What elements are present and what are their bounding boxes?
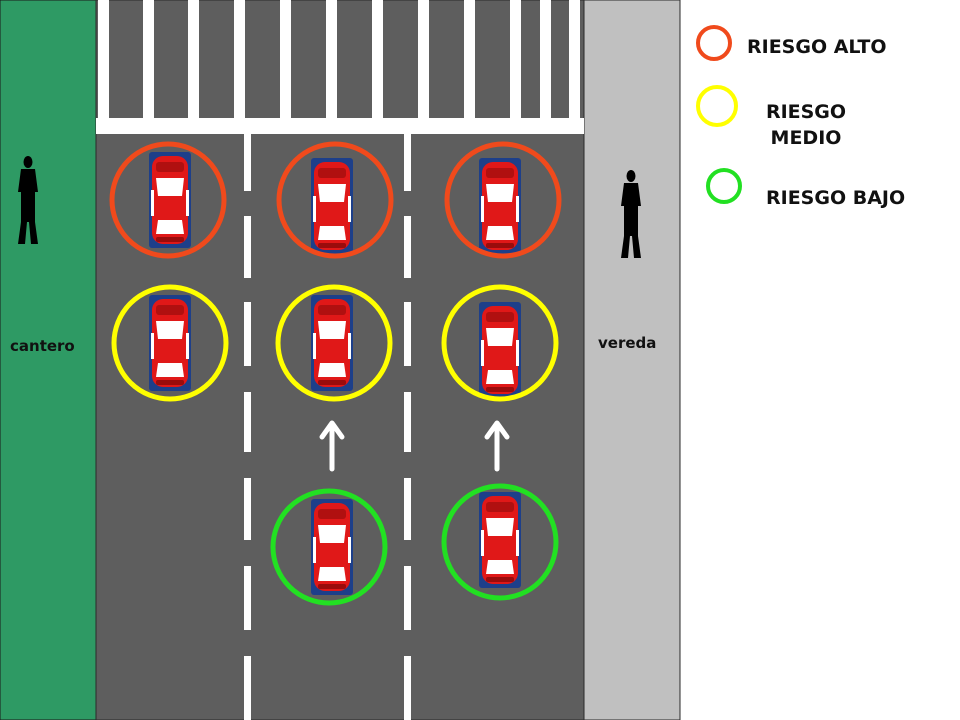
legend-label-high: RIESGO ALTO xyxy=(747,36,887,58)
cantero-label: cantero xyxy=(10,337,75,355)
car-icon-lane1-row1 xyxy=(149,152,191,248)
lane-divider-right xyxy=(404,134,411,720)
vereda-label: vereda xyxy=(598,334,657,352)
risk-ring-medium xyxy=(275,284,393,402)
car-icon-lane2-row1 xyxy=(311,158,353,254)
car-icon-lane3-row3 xyxy=(479,492,521,588)
car-icon-lane3-row2 xyxy=(479,302,521,398)
risk-ring-low xyxy=(441,483,559,601)
legend-label-medium: RIESGO MEDIO xyxy=(765,101,847,149)
stop-line xyxy=(96,118,584,134)
risk-ring-low xyxy=(270,488,388,606)
lane-divider-left xyxy=(244,134,251,720)
car-icon-lane1-row2 xyxy=(149,295,191,391)
legend-circle-high xyxy=(696,25,732,61)
risk-ring-medium xyxy=(111,284,229,402)
risk-ring-high xyxy=(276,141,394,259)
car-icon-lane2-row3 xyxy=(311,499,353,595)
legend-label-low: RIESGO BAJO xyxy=(766,187,906,209)
car-icon-lane2-row2 xyxy=(311,295,353,391)
vereda-sidewalk xyxy=(583,0,681,720)
cantero-strip xyxy=(0,0,97,720)
risk-ring-high xyxy=(444,141,562,259)
risk-ring-medium xyxy=(441,284,559,402)
car-icon-lane3-row1 xyxy=(479,158,521,254)
risk-ring-high xyxy=(109,141,227,259)
legend-circle-low xyxy=(706,168,742,204)
zebra-crossing xyxy=(98,0,580,118)
legend-circle-medium xyxy=(696,85,738,127)
